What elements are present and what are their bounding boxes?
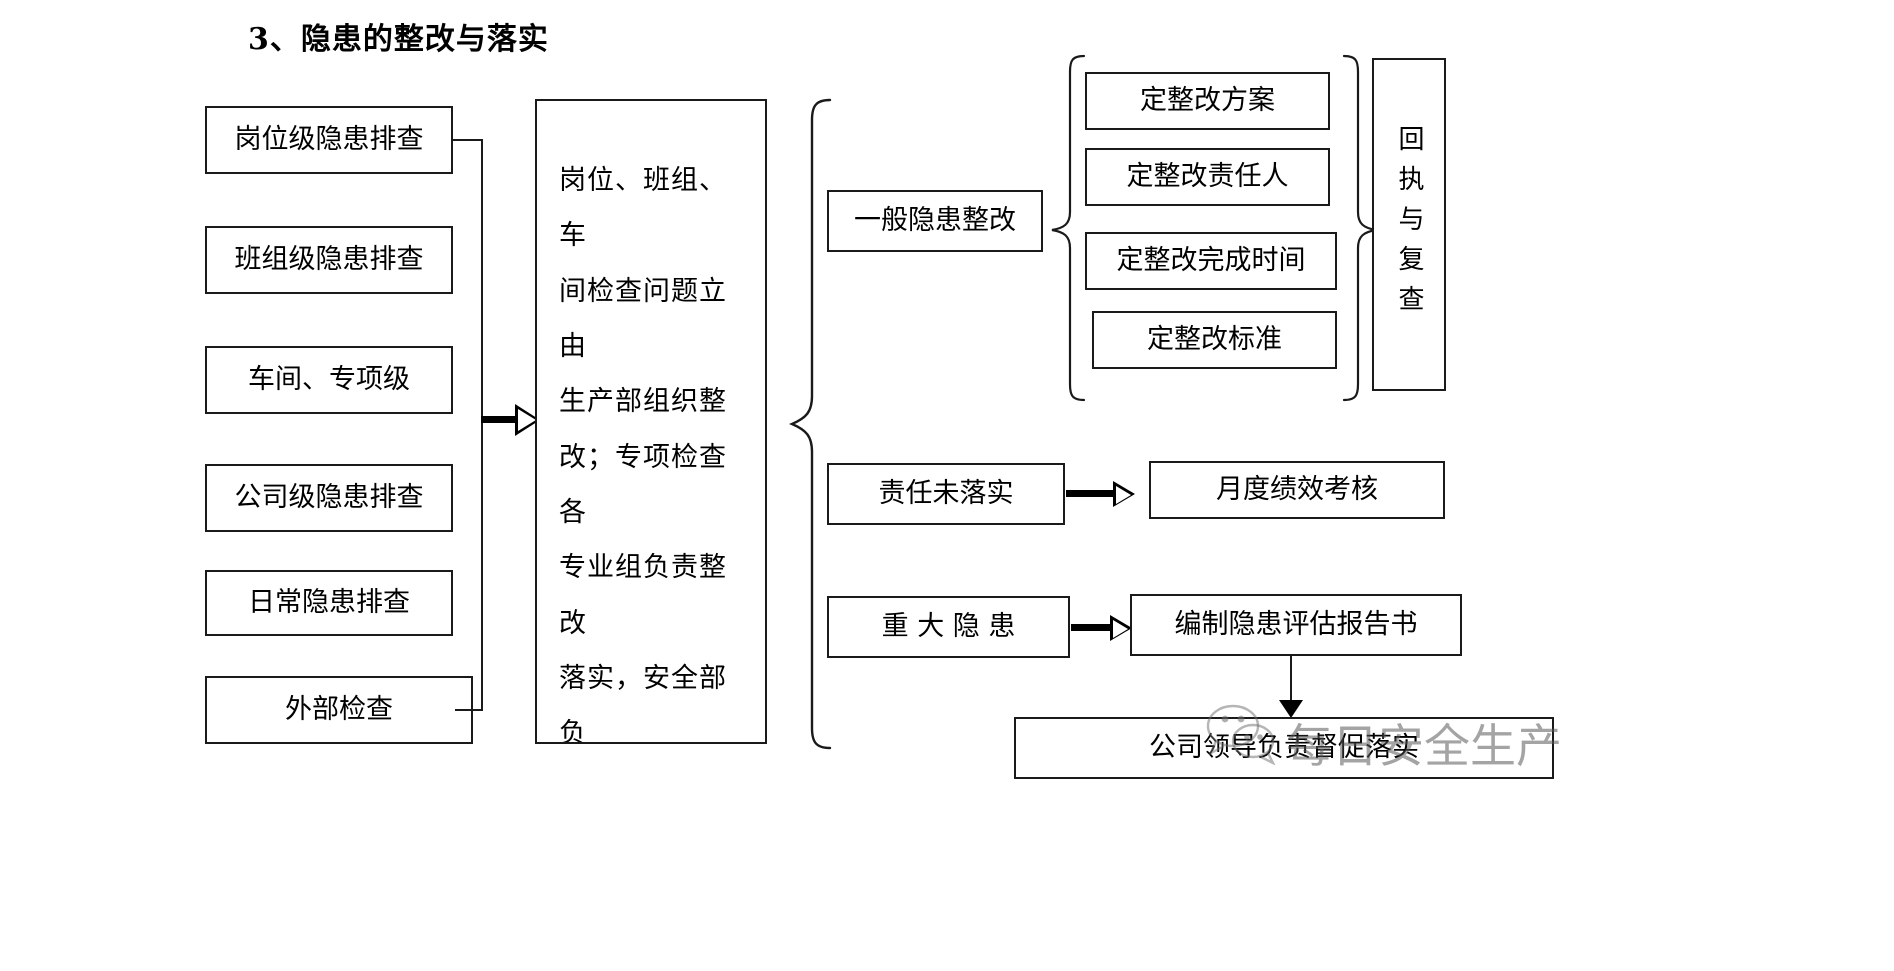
center-description-box[interactable]: 岗位、班组、车 间检查问题立由 生产部组织整 改；专项检查各 专业组负责整改 落… <box>535 99 767 744</box>
arrow-major-head-inner <box>1113 620 1128 638</box>
req-box-label: 定整改标准 <box>1147 324 1282 356</box>
req-box-label: 定整改责任人 <box>1126 161 1289 193</box>
monthly-performance-label: 月度绩效考核 <box>1216 474 1378 506</box>
hazard-assessment-report-box[interactable]: 编制隐患评估报告书 <box>1130 594 1462 656</box>
left-box-team-level[interactable]: 班组级隐患排查 <box>205 226 453 294</box>
center-line: 落实，安全部负 <box>559 663 727 744</box>
center-line: 岗位、班组、车 <box>559 165 727 252</box>
monthly-performance-box[interactable]: 月度绩效考核 <box>1149 461 1445 519</box>
left-box-daily[interactable]: 日常隐患排查 <box>205 570 453 636</box>
center-line: 间检查问题立由 <box>559 275 727 363</box>
responsibility-unfulfilled-label: 责任未落实 <box>878 478 1014 510</box>
arrow-down-head <box>1279 700 1303 718</box>
left-box-label: 车间、专项级 <box>248 364 410 396</box>
left-box-label: 班组级隐患排查 <box>234 244 424 276</box>
center-line: 改；专项检查各 <box>559 441 727 529</box>
leader-supervision-box[interactable]: 公司领导负责督促落实 <box>1014 717 1554 779</box>
main-brace <box>788 98 832 750</box>
left-box-label: 外部检查 <box>285 694 393 726</box>
arrow-major-shaft <box>1071 624 1113 631</box>
req-box-responsible-person[interactable]: 定整改责任人 <box>1085 148 1330 206</box>
arrow-to-center-head-inner <box>518 409 536 431</box>
hazard-assessment-report-label: 编制隐患评估报告书 <box>1174 609 1418 641</box>
arrow-to-center-shaft <box>481 416 517 423</box>
receipt-review-box[interactable]: 回执与复查 <box>1372 58 1446 391</box>
receipt-review-label: 回执与复查 <box>1394 124 1424 325</box>
arrow-unfulfilled-head-inner <box>1116 486 1131 504</box>
connector-bottom-horizontal <box>455 709 483 711</box>
left-box-post-level[interactable]: 岗位级隐患排查 <box>205 106 453 174</box>
left-box-workshop-special-level[interactable]: 车间、专项级 <box>205 346 453 414</box>
center-line: 专业组负责整改 <box>559 552 727 639</box>
connector-top-horizontal <box>453 139 483 141</box>
req-box-standard[interactable]: 定整改标准 <box>1092 311 1337 369</box>
general-hazard-box[interactable]: 一般隐患整改 <box>827 190 1043 252</box>
left-box-label: 公司级隐患排查 <box>234 482 424 514</box>
left-box-external[interactable]: 外部检查 <box>205 676 473 744</box>
arrow-down-shaft <box>1290 656 1292 704</box>
left-box-label: 岗位级隐患排查 <box>234 124 424 156</box>
page-title: 3、隐患的整改与落实 <box>248 22 549 57</box>
leader-supervision-label: 公司领导负责督促落实 <box>1149 732 1419 764</box>
center-line: 生产部组织整 <box>559 386 727 418</box>
left-box-company-level[interactable]: 公司级隐患排查 <box>205 464 453 532</box>
req-box-completion-time[interactable]: 定整改完成时间 <box>1085 232 1337 290</box>
req-box-plan[interactable]: 定整改方案 <box>1085 72 1330 130</box>
major-hazard-label: 重 大 隐 患 <box>881 611 1016 643</box>
connector-vertical-bus <box>481 139 483 710</box>
req-box-label: 定整改完成时间 <box>1116 245 1306 277</box>
left-box-label: 日常隐患排查 <box>248 587 410 619</box>
general-hazard-brace <box>1051 54 1086 402</box>
general-hazard-label: 一般隐患整改 <box>854 205 1016 237</box>
major-hazard-box[interactable]: 重 大 隐 患 <box>827 596 1070 658</box>
arrow-unfulfilled-shaft <box>1066 490 1116 497</box>
responsibility-unfulfilled-box[interactable]: 责任未落实 <box>827 463 1065 525</box>
req-box-label: 定整改方案 <box>1140 85 1275 117</box>
